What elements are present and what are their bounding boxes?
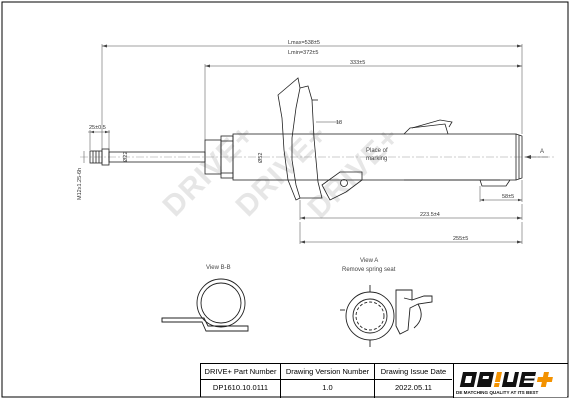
title-block: DRIVE+ Part Number Drawing Version Numbe…	[200, 363, 568, 398]
header-issue-date: Drawing Issue Date	[375, 365, 452, 380]
logo-plus-v	[540, 372, 550, 387]
title-block-divider-1	[280, 364, 281, 398]
logo-exclaim	[494, 372, 502, 382]
title-block-divider-2	[374, 364, 375, 398]
value-issue-date: 2022.05.11	[395, 383, 432, 392]
dim-lmax: Lmax=538±5	[288, 40, 320, 46]
dim-223: 223.5±4	[420, 212, 440, 218]
dim-58: 58±5	[502, 194, 514, 200]
dim-18: 18	[336, 120, 342, 126]
dim-333: 333±5	[350, 60, 365, 66]
mount-bracket	[321, 171, 363, 201]
brand-logo: DE MATCHING QUALITY AT ITS BEST	[453, 363, 567, 397]
dim-thread: M12x1.25-6h	[77, 168, 83, 200]
remove-spring-seat-label: Remove spring seat	[342, 267, 396, 273]
arrow-a-label: A	[540, 149, 544, 155]
dimension-arrows	[90, 44, 531, 244]
logo-e	[518, 372, 537, 387]
title-block-divider-3	[453, 364, 454, 398]
dim-d52: Ø52	[258, 153, 264, 163]
dim-d22: Ø22	[123, 152, 129, 162]
dim-25: 25±0.5	[89, 125, 106, 131]
view-a	[340, 285, 433, 347]
header-part-number: DRIVE+ Part Number	[201, 365, 280, 380]
view-bb	[161, 278, 249, 332]
view-bb-label: View B-B	[206, 265, 231, 271]
logo-r	[476, 372, 494, 387]
logo-tagline: DE MATCHING QUALITY AT ITS BEST	[456, 390, 538, 395]
value-part-number: DP1610.10.0111	[212, 383, 269, 392]
view-a-label: View A	[360, 258, 378, 264]
dim-lmin: Lmin=372±5	[288, 50, 318, 56]
spring-seat	[277, 77, 323, 201]
dim-255: 255±5	[453, 236, 468, 242]
place-of-marking-line1: Place of	[366, 148, 388, 154]
main-cylinder	[232, 133, 517, 181]
value-drawing-version: 1.0	[322, 383, 333, 392]
header-drawing-version: Drawing Version Number	[281, 365, 374, 380]
place-of-marking-line2: marking	[366, 156, 387, 162]
shock-absorber	[89, 119, 523, 187]
